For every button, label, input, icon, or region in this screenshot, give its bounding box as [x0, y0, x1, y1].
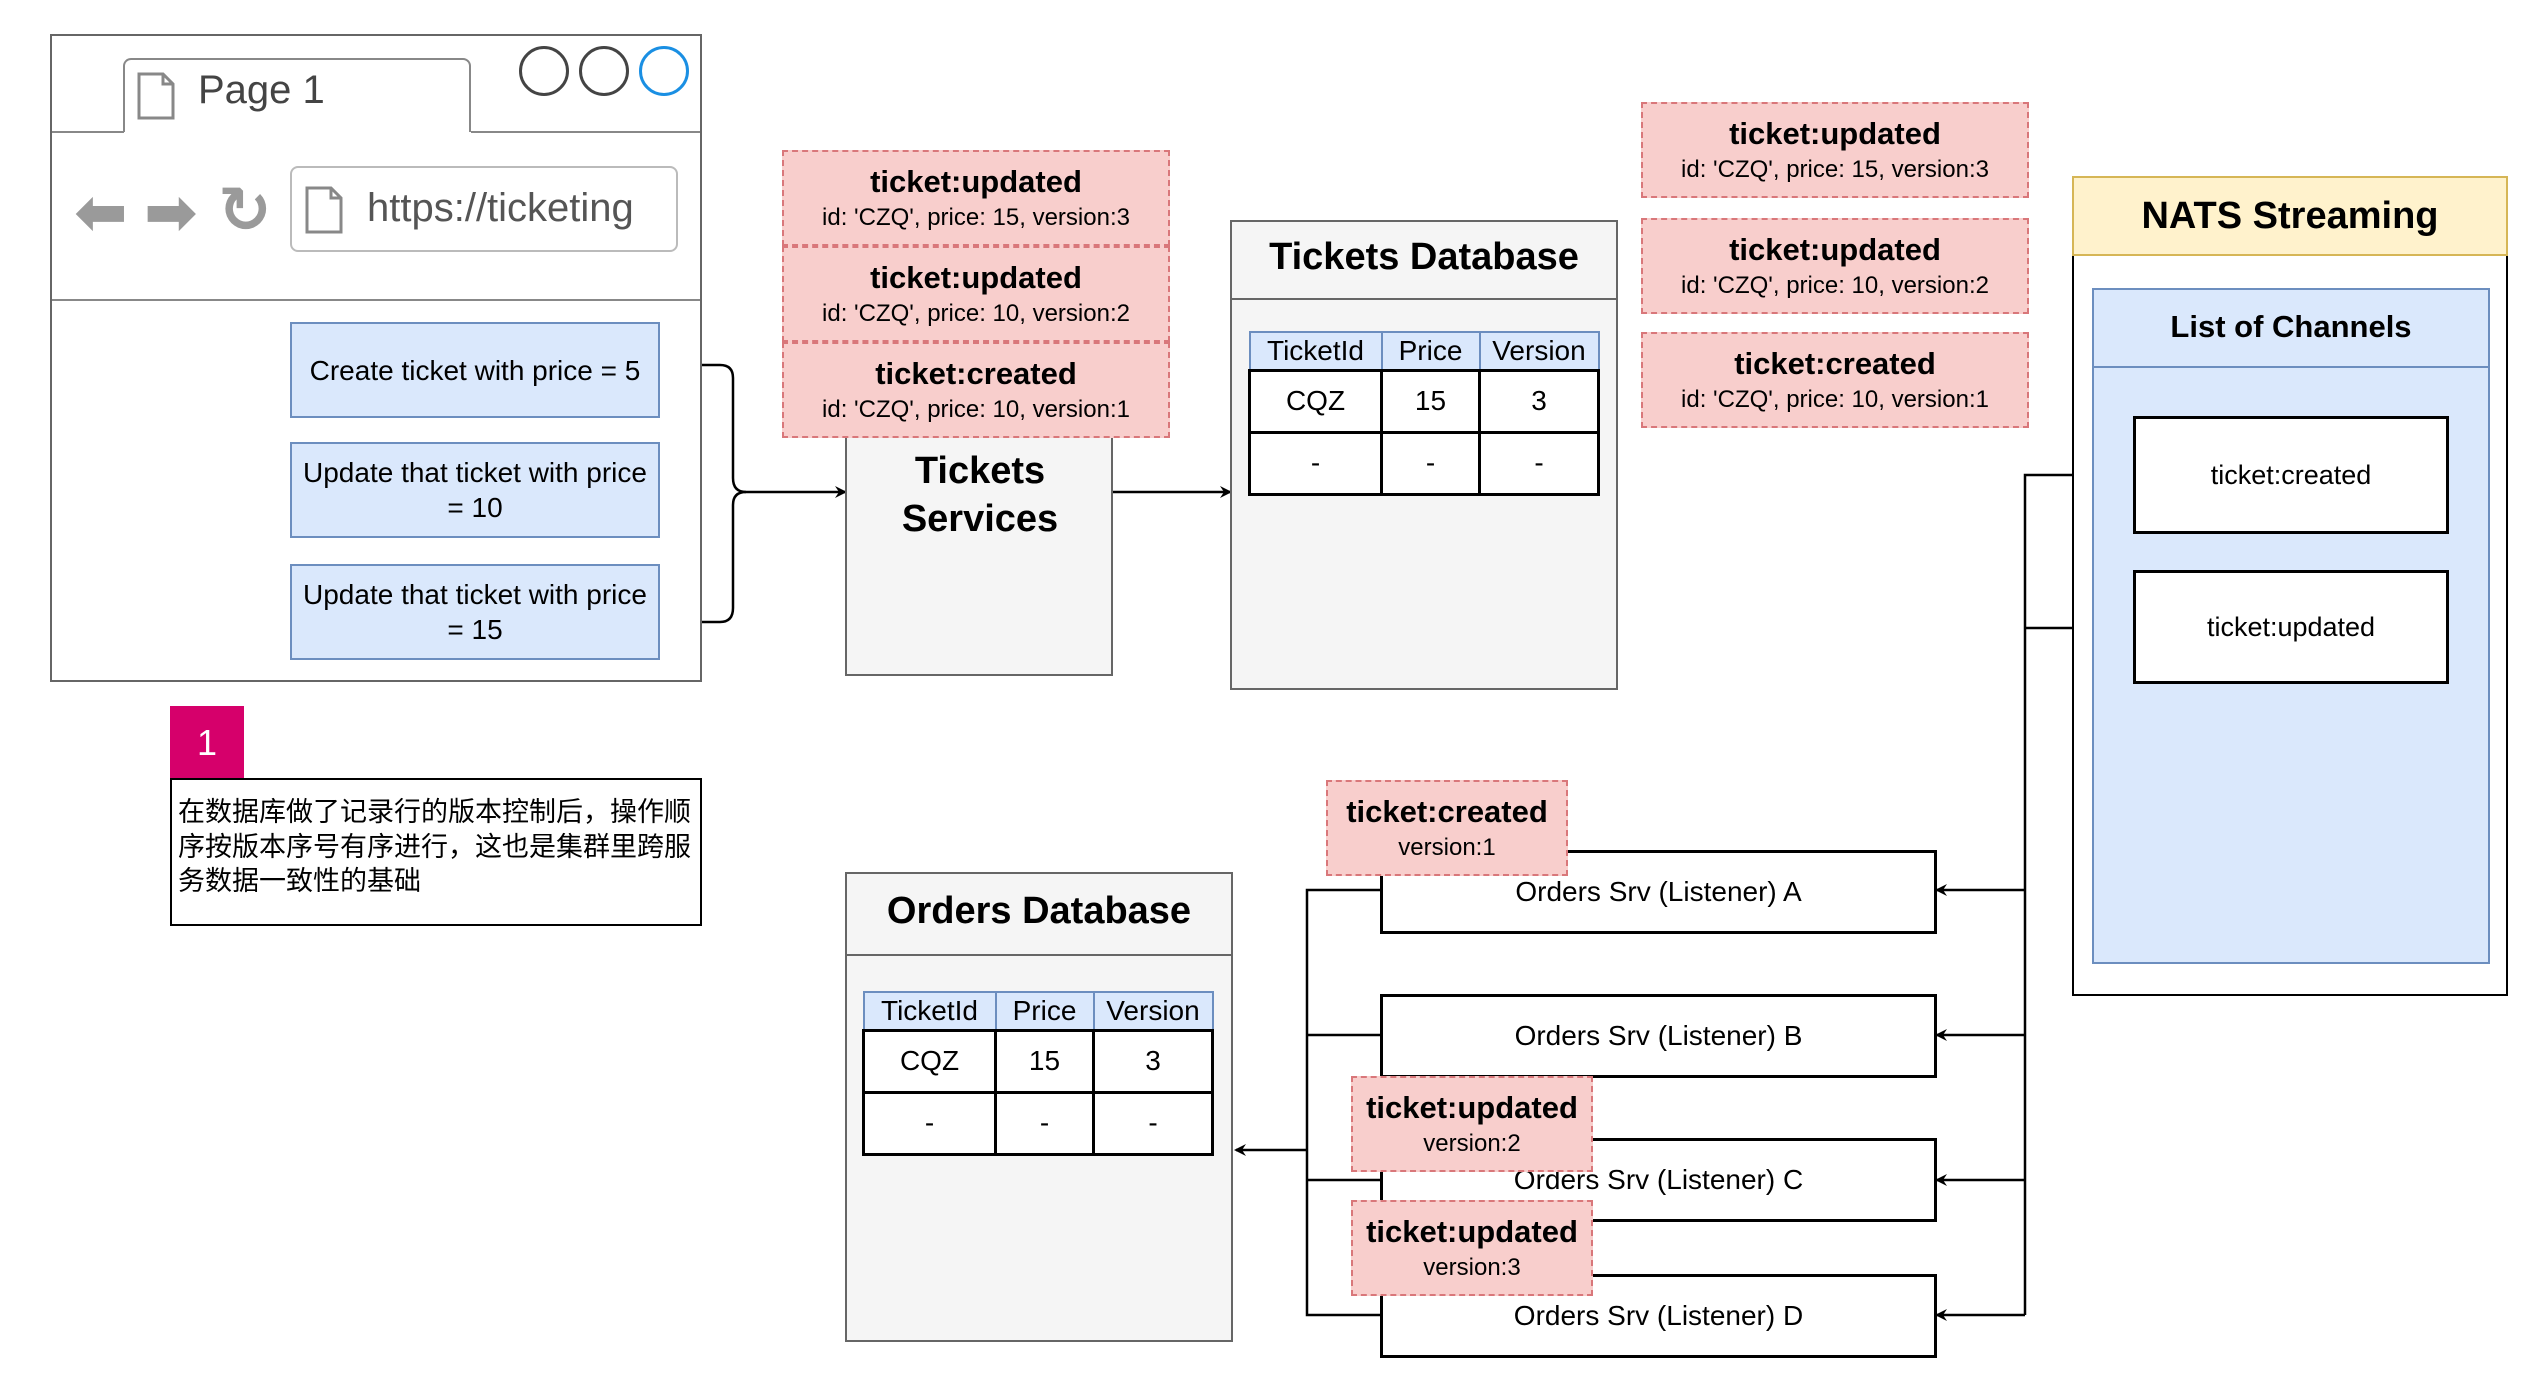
nats-event-updated-v3: ticket:updated id: 'CZQ', price: 15, ver… — [1641, 102, 2029, 198]
event-detail: version:2 — [1423, 1129, 1521, 1157]
browser-tab[interactable] — [123, 58, 471, 132]
event-detail: id: 'CZQ', price: 10, version:2 — [822, 299, 1130, 327]
event-title: ticket:updated — [1366, 1214, 1578, 1250]
table-cell: CQZ — [1248, 368, 1383, 434]
tickets-event-updated-v3: ticket:updated id: 'CZQ', price: 15, ver… — [782, 150, 1170, 246]
note-text: 在数据库做了记录行的版本控制后，操作顺序按版本序号有序进行，这也是集群里跨服务数… — [170, 778, 702, 926]
window-control-close-icon[interactable] — [639, 46, 689, 96]
note-number-badge: 1 — [170, 706, 244, 780]
event-title: ticket:updated — [1729, 232, 1941, 268]
table-cell: 3 — [1478, 368, 1600, 434]
tickets-database-title: Tickets Database — [1269, 236, 1579, 278]
table-cell: - — [1478, 430, 1600, 496]
update-ticket-10-button[interactable]: Update that ticket with price = 10 — [290, 442, 660, 538]
url-page-icon — [305, 186, 343, 234]
nats-streaming-title: NATS Streaming — [2072, 176, 2508, 256]
orders-database-table: TicketId Price Version CQZ 15 3 - - - — [862, 991, 1214, 1156]
tab-bar-divider-right — [471, 131, 700, 133]
column-header: TicketId — [1248, 331, 1383, 371]
table-row: - - - — [1248, 430, 1600, 496]
table-cell: CQZ — [862, 1028, 997, 1094]
table-row: - - - — [862, 1090, 1214, 1156]
event-detail: version:3 — [1423, 1253, 1521, 1281]
event-title: ticket:updated — [870, 164, 1082, 200]
table-cell: - — [862, 1090, 997, 1156]
table-cell: - — [1380, 430, 1481, 496]
channel-ticket-updated[interactable]: ticket:updated — [2133, 570, 2449, 684]
tickets-event-updated-v2: ticket:updated id: 'CZQ', price: 10, ver… — [782, 246, 1170, 342]
event-detail: id: 'CZQ', price: 10, version:2 — [1681, 271, 1989, 299]
listener-b-box: Orders Srv (Listener) B — [1380, 994, 1937, 1078]
tickets-event-created-v1: ticket:created id: 'CZQ', price: 10, ver… — [782, 342, 1170, 438]
channel-ticket-created[interactable]: ticket:created — [2133, 416, 2449, 534]
connector-listeners-bus — [1305, 888, 1380, 1317]
column-header: Version — [1092, 991, 1214, 1031]
window-control-minimize-icon[interactable] — [519, 46, 569, 96]
tickets-service-title: Tickets Services — [901, 450, 1059, 540]
listener-d-box: Orders Srv (Listener) D — [1380, 1274, 1937, 1358]
tab-bar-divider-left — [52, 131, 124, 133]
event-title: ticket:updated — [1729, 116, 1941, 152]
table-cell: - — [994, 1090, 1095, 1156]
forward-arrow-icon[interactable]: ➡ — [144, 176, 198, 248]
window-control-maximize-icon[interactable] — [579, 46, 629, 96]
listener-event-created-v1: ticket:created version:1 — [1326, 780, 1568, 876]
event-title: ticket:created — [1734, 346, 1936, 382]
connector-update-15 — [660, 490, 747, 624]
update-ticket-15-button[interactable]: Update that ticket with price = 15 — [290, 564, 660, 660]
address-bar-divider — [52, 299, 700, 301]
orders-database-title: Orders Database — [886, 890, 1192, 932]
orders-database-divider — [847, 954, 1231, 956]
column-header: Price — [1380, 331, 1481, 371]
column-header: Price — [994, 991, 1095, 1031]
table-cell: - — [1092, 1090, 1214, 1156]
event-title: ticket:created — [875, 356, 1077, 392]
reload-icon[interactable]: ↻ — [218, 174, 272, 246]
event-detail: id: 'CZQ', price: 15, version:3 — [1681, 155, 1989, 183]
nats-event-created-v1: ticket:created id: 'CZQ', price: 10, ver… — [1641, 332, 2029, 428]
tab-label: Page 1 — [198, 68, 325, 112]
table-row: CQZ 15 3 — [1248, 368, 1600, 434]
connector-create — [660, 363, 847, 498]
table-cell: - — [1248, 430, 1383, 496]
listener-event-updated-v3: ticket:updated version:3 — [1351, 1200, 1593, 1296]
column-header: Version — [1478, 331, 1600, 371]
nats-event-updated-v2: ticket:updated id: 'CZQ', price: 10, ver… — [1641, 218, 2029, 314]
table-cell: 15 — [1380, 368, 1481, 434]
event-detail: id: 'CZQ', price: 10, version:1 — [822, 395, 1130, 423]
table-cell: 15 — [994, 1028, 1095, 1094]
table-row: CQZ 15 3 — [862, 1028, 1214, 1094]
create-ticket-button[interactable]: Create ticket with price = 5 — [290, 322, 660, 418]
event-detail: id: 'CZQ', price: 10, version:1 — [1681, 385, 1989, 413]
event-detail: version:1 — [1398, 833, 1496, 861]
channel-list-title: List of Channels — [2092, 288, 2490, 368]
listener-event-updated-v2: ticket:updated version:2 — [1351, 1076, 1593, 1172]
event-title: ticket:updated — [1366, 1090, 1578, 1126]
page-icon — [137, 72, 175, 120]
event-title: ticket:created — [1346, 794, 1548, 830]
url-text: https://ticketing — [367, 186, 634, 230]
tickets-database-table: TicketId Price Version CQZ 15 3 - - - — [1248, 331, 1600, 496]
url-bar[interactable] — [290, 166, 678, 252]
tickets-database-divider — [1232, 298, 1616, 300]
back-arrow-icon[interactable]: ⬅ — [74, 176, 128, 248]
table-cell: 3 — [1092, 1028, 1214, 1094]
event-title: ticket:updated — [870, 260, 1082, 296]
column-header: TicketId — [862, 991, 997, 1031]
event-detail: id: 'CZQ', price: 15, version:3 — [822, 203, 1130, 231]
